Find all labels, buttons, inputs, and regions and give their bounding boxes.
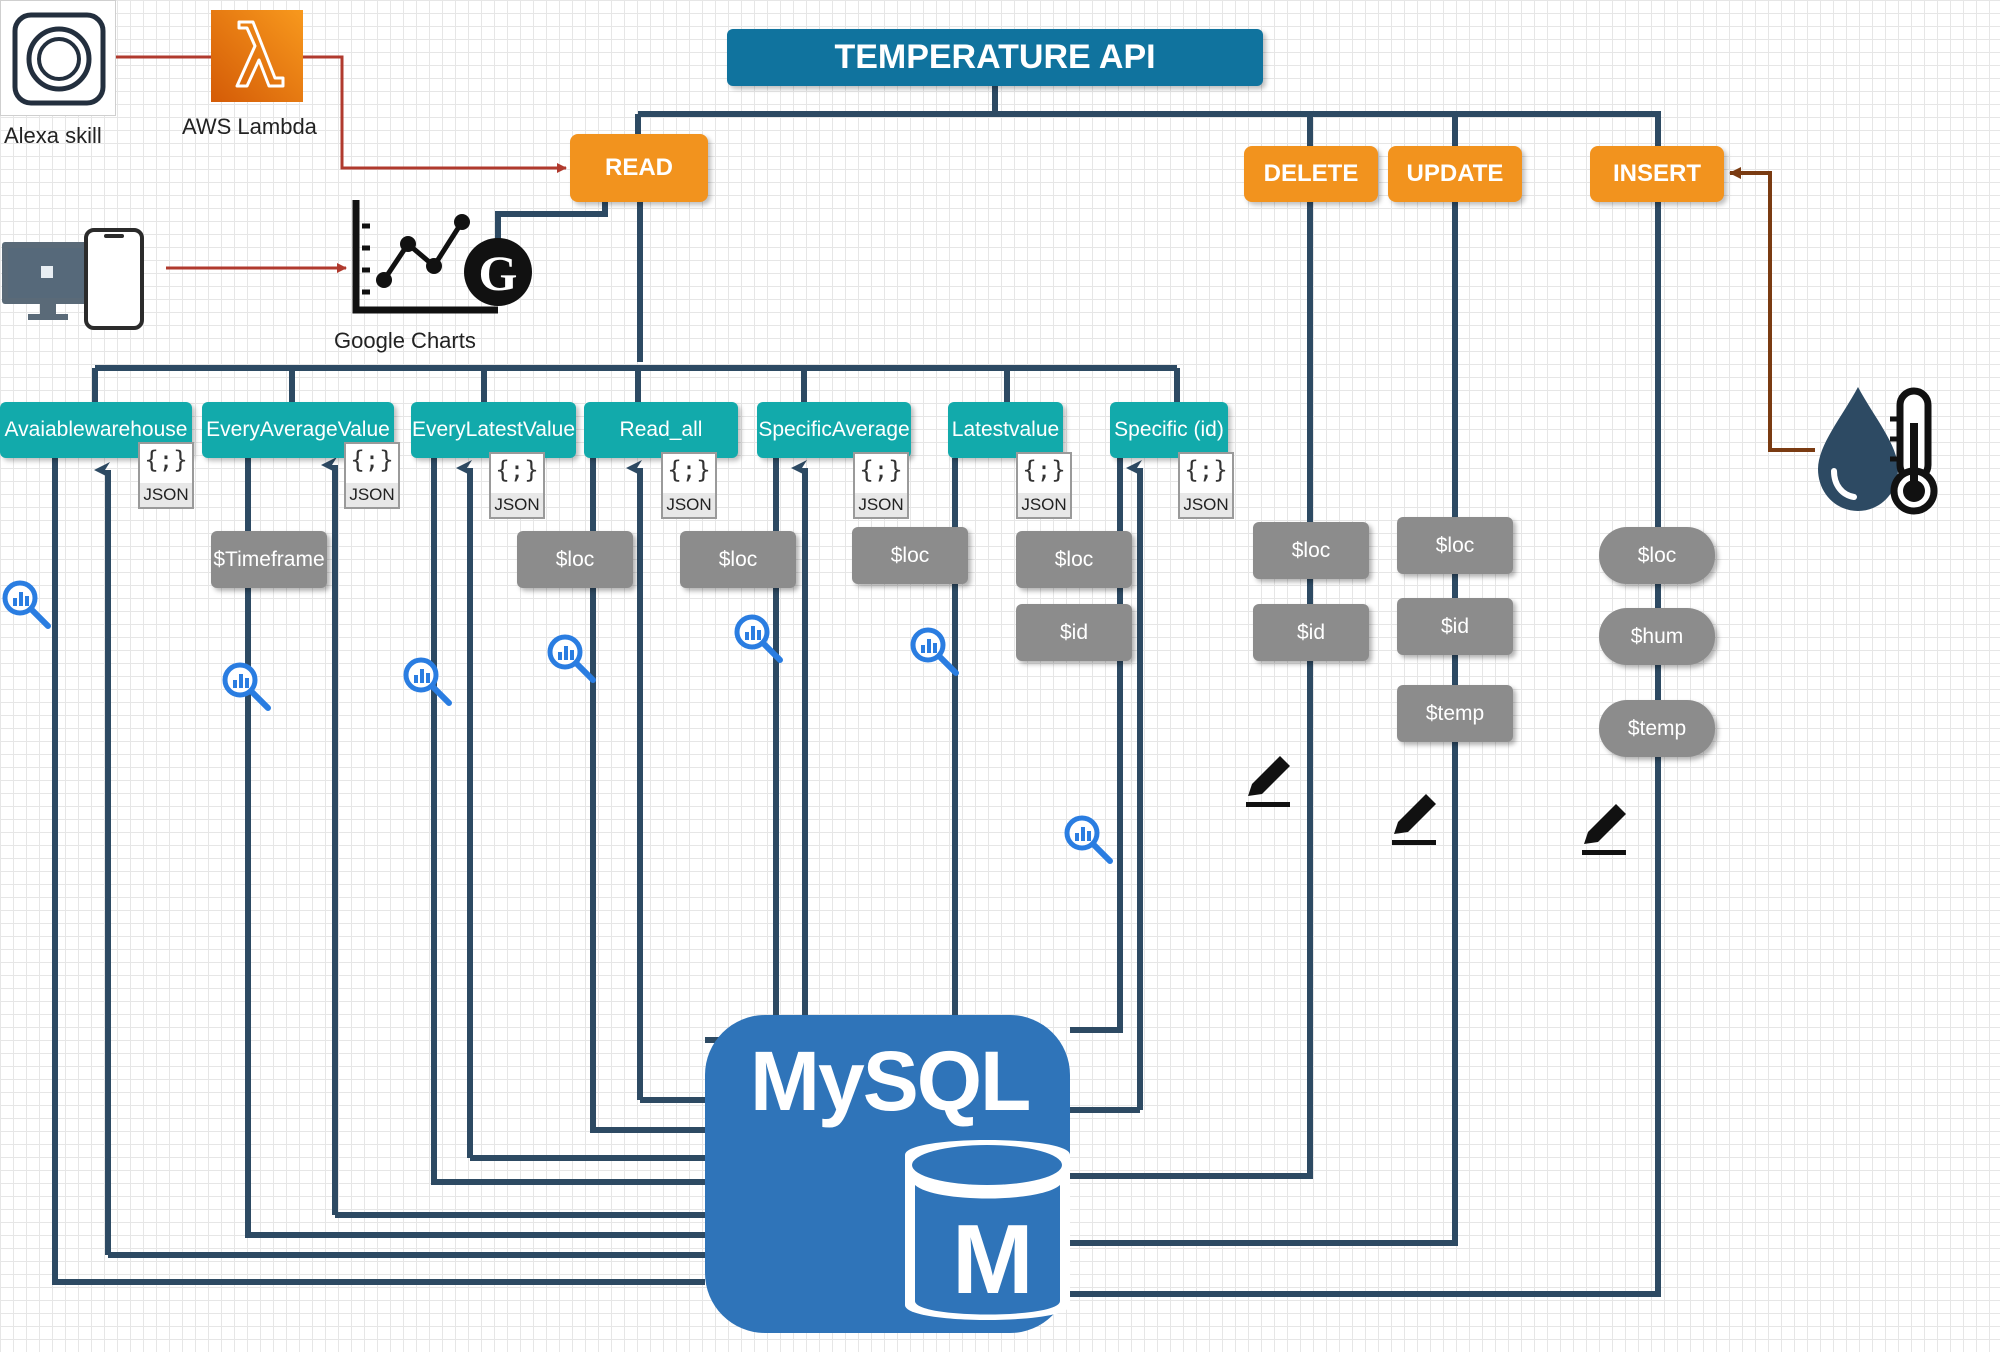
insert-operation[interactable]: INSERT — [1590, 146, 1724, 202]
query-icon — [403, 657, 452, 706]
query-icon — [2, 580, 51, 629]
endpoint-drops — [92, 368, 1180, 402]
endpoint-specific-id[interactable]: Specific (id) — [1110, 402, 1228, 458]
param-hum: $hum — [1599, 608, 1715, 665]
query-icon — [1064, 815, 1113, 864]
json-icon: {;}JSON — [489, 452, 545, 519]
mysql-label: MySQL — [750, 1034, 1031, 1128]
endpoint-latestvalue[interactable]: Latestvalue — [948, 402, 1063, 458]
google-charts-icon: G — [348, 196, 538, 318]
desktop-mobile-icon — [0, 226, 145, 331]
mysql-letter: M — [952, 1204, 1034, 1314]
humidity-temperature-sensor-icon — [1818, 387, 1938, 515]
endpoint-everylatestvalue[interactable]: EveryLatestValue — [411, 402, 576, 458]
endpoint-avaiablewarehouse[interactable]: Avaiablewarehouse — [0, 402, 192, 458]
api-title: TEMPERATURE API — [727, 29, 1263, 86]
json-icon: {;}JSON — [1016, 452, 1072, 519]
param-loc: $loc — [852, 527, 968, 584]
insert-line — [1070, 202, 1661, 1297]
delete-operation[interactable]: DELETE — [1244, 146, 1378, 202]
param-loc: $loc — [1599, 527, 1715, 584]
delete-line — [1070, 202, 1313, 1179]
query-icon — [222, 662, 271, 711]
api-bus-line — [638, 111, 1661, 148]
json-icon: {;}JSON — [138, 442, 194, 509]
json-icon: {;}JSON — [853, 452, 909, 519]
param-id: $id — [1397, 598, 1513, 655]
alexa-caption: Alexa skill — [4, 123, 102, 148]
mysql-database: MySQL M — [705, 1015, 1070, 1335]
edit-icon — [1582, 804, 1626, 855]
param-loc: $loc — [680, 531, 796, 588]
json-icon: {;}JSON — [344, 442, 400, 509]
read-operation[interactable]: READ — [570, 134, 708, 202]
json-icon: {;}JSON — [661, 452, 717, 519]
query-icon — [910, 627, 959, 676]
query-icon — [734, 614, 783, 663]
endpoint-specificaverage[interactable]: SpecificAverage — [757, 402, 911, 458]
lambda-to-read-arrow — [302, 55, 567, 173]
param-loc: $loc — [1397, 517, 1513, 574]
lambda-caption: AWS Lambda — [182, 114, 317, 139]
aws-lambda-icon — [211, 10, 303, 102]
sensor-to-insert-arrow — [1729, 167, 1815, 452]
param-loc: $loc — [1016, 531, 1132, 588]
update-operation[interactable]: UPDATE — [1388, 146, 1522, 202]
param-loc: $loc — [1253, 522, 1369, 579]
param-temp: $temp — [1397, 685, 1513, 742]
param-temp: $temp — [1599, 700, 1715, 757]
param-id: $id — [1253, 604, 1369, 661]
edit-icon — [1392, 794, 1436, 845]
edit-icon — [1246, 756, 1290, 807]
alexa-icon — [0, 0, 116, 116]
endpoint-read-all[interactable]: Read_all — [584, 402, 738, 458]
svg-text:G: G — [479, 245, 518, 301]
charts-caption: Google Charts — [334, 328, 476, 353]
json-icon: {;}JSON — [1178, 452, 1234, 519]
param-loc: $loc — [517, 531, 633, 588]
query-icon — [547, 634, 596, 683]
param-id: $id — [1016, 604, 1132, 661]
param-timeframe: $Timeframe — [211, 531, 327, 588]
